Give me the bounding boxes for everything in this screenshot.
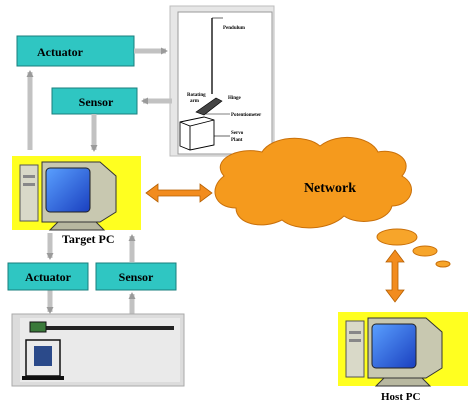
arrows-bottom	[46, 233, 136, 314]
target-pc	[12, 156, 141, 231]
actuator-box-bottom-label: Actuator	[25, 270, 72, 284]
target-pc-caption: Target PC	[62, 232, 115, 246]
network-cloud: Network	[214, 136, 412, 229]
actuator-box-top: Actuator	[16, 35, 135, 67]
thought-bubbles	[376, 228, 451, 268]
hinge-label: Hinge	[228, 96, 242, 101]
servo-label-2: Plant	[231, 138, 243, 143]
network-label: Network	[304, 181, 356, 196]
sensor-box-bottom: Sensor	[95, 262, 177, 291]
actuator-box-top-label: Actuator	[37, 45, 84, 59]
plant-panel	[11, 313, 185, 387]
sensor-box-bottom-label: Sensor	[119, 270, 154, 284]
sensor-box-top-label: Sensor	[79, 95, 114, 109]
arrows-network	[145, 183, 405, 303]
arrows-top	[26, 47, 172, 152]
servo-label-1: Servo	[231, 131, 244, 136]
sensor-box-top: Sensor	[51, 87, 138, 115]
potentiometer-label: Potentiometer	[231, 113, 262, 118]
actuator-box-bottom: Actuator	[7, 262, 89, 291]
rotating-arm-label-1: Rotating	[187, 93, 206, 98]
host-pc-caption: Host PC	[381, 391, 420, 403]
host-pc	[338, 312, 468, 387]
pendulum-label: Pendulum	[223, 26, 246, 31]
rotating-arm-label-2: arm	[190, 99, 200, 104]
pendulum-panel: Pendulum Rotating arm Hinge Potentiomete…	[169, 5, 275, 157]
